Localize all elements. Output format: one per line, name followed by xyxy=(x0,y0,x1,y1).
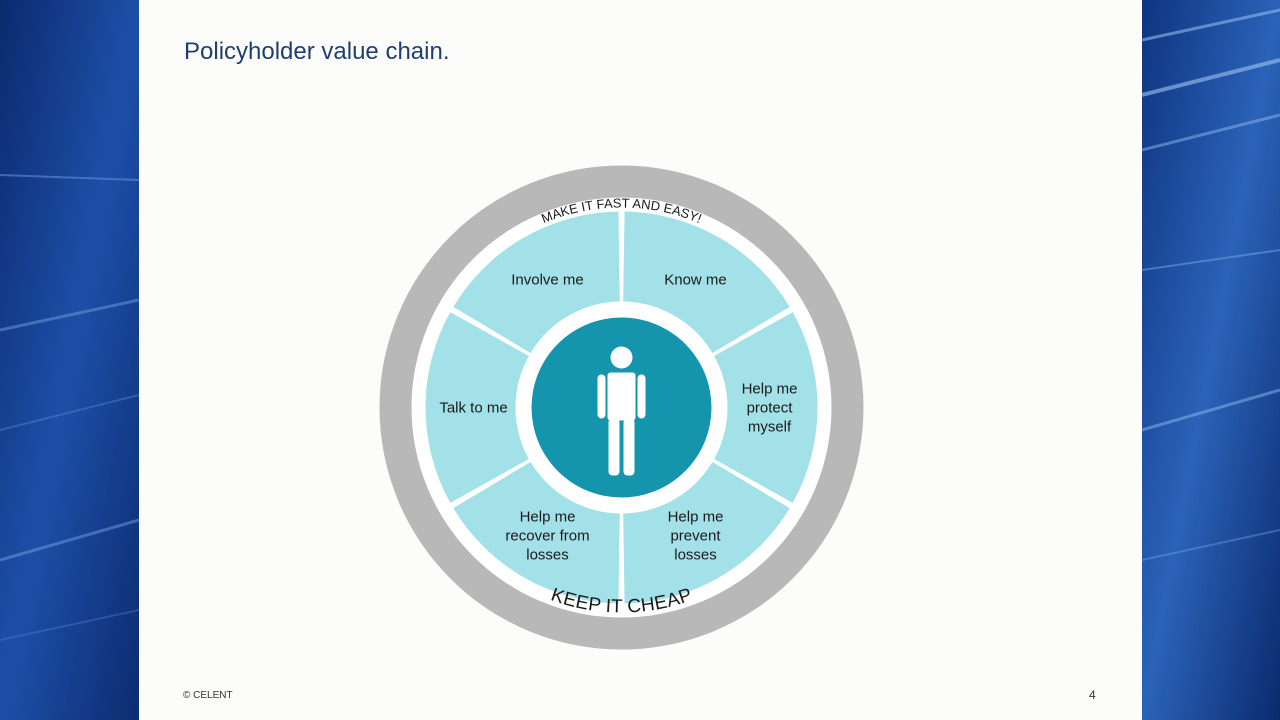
segment-4 xyxy=(425,312,535,503)
segment-label-1: Help me protect myself xyxy=(742,381,798,436)
slide-title: Policyholder value chain. xyxy=(184,38,450,65)
person-icon xyxy=(597,346,646,476)
segment-label-line: Help me xyxy=(520,509,576,526)
segment-label-line: Know me xyxy=(664,271,727,288)
segment-1 xyxy=(708,312,818,503)
segment-label-line: protect xyxy=(747,400,794,417)
footer-copyright: © CELENT xyxy=(183,690,233,701)
segment-label-line: myself xyxy=(748,419,792,436)
segment-label-line: Help me xyxy=(668,509,724,526)
segment-label-0: Know me xyxy=(664,271,727,288)
segment-label-line: Involve me xyxy=(511,271,584,288)
segment-3 xyxy=(453,458,620,604)
segment-2 xyxy=(623,458,790,604)
segment-label-3: Help me recover from losses xyxy=(505,509,589,564)
segment-label-5: Involve me xyxy=(511,271,584,288)
segment-0 xyxy=(623,211,790,357)
segment-label-line: Talk to me xyxy=(439,400,507,417)
segment-label-line: Help me xyxy=(742,381,798,398)
segment-5 xyxy=(453,211,620,357)
page-number: 4 xyxy=(1089,688,1096,702)
background-left-panel xyxy=(0,0,139,720)
segment-label-line: recover from xyxy=(505,528,589,545)
segment-label-line: losses xyxy=(526,547,569,564)
segment-label-line: prevent xyxy=(670,528,721,545)
background-right-panel xyxy=(1142,0,1280,720)
segment-label-4: Talk to me xyxy=(439,400,507,417)
segment-label-2: Help me prevent losses xyxy=(668,509,724,564)
segment-label-line: losses xyxy=(674,547,717,564)
slide: Policyholder value chain. Know me Help me… xyxy=(139,0,1142,720)
